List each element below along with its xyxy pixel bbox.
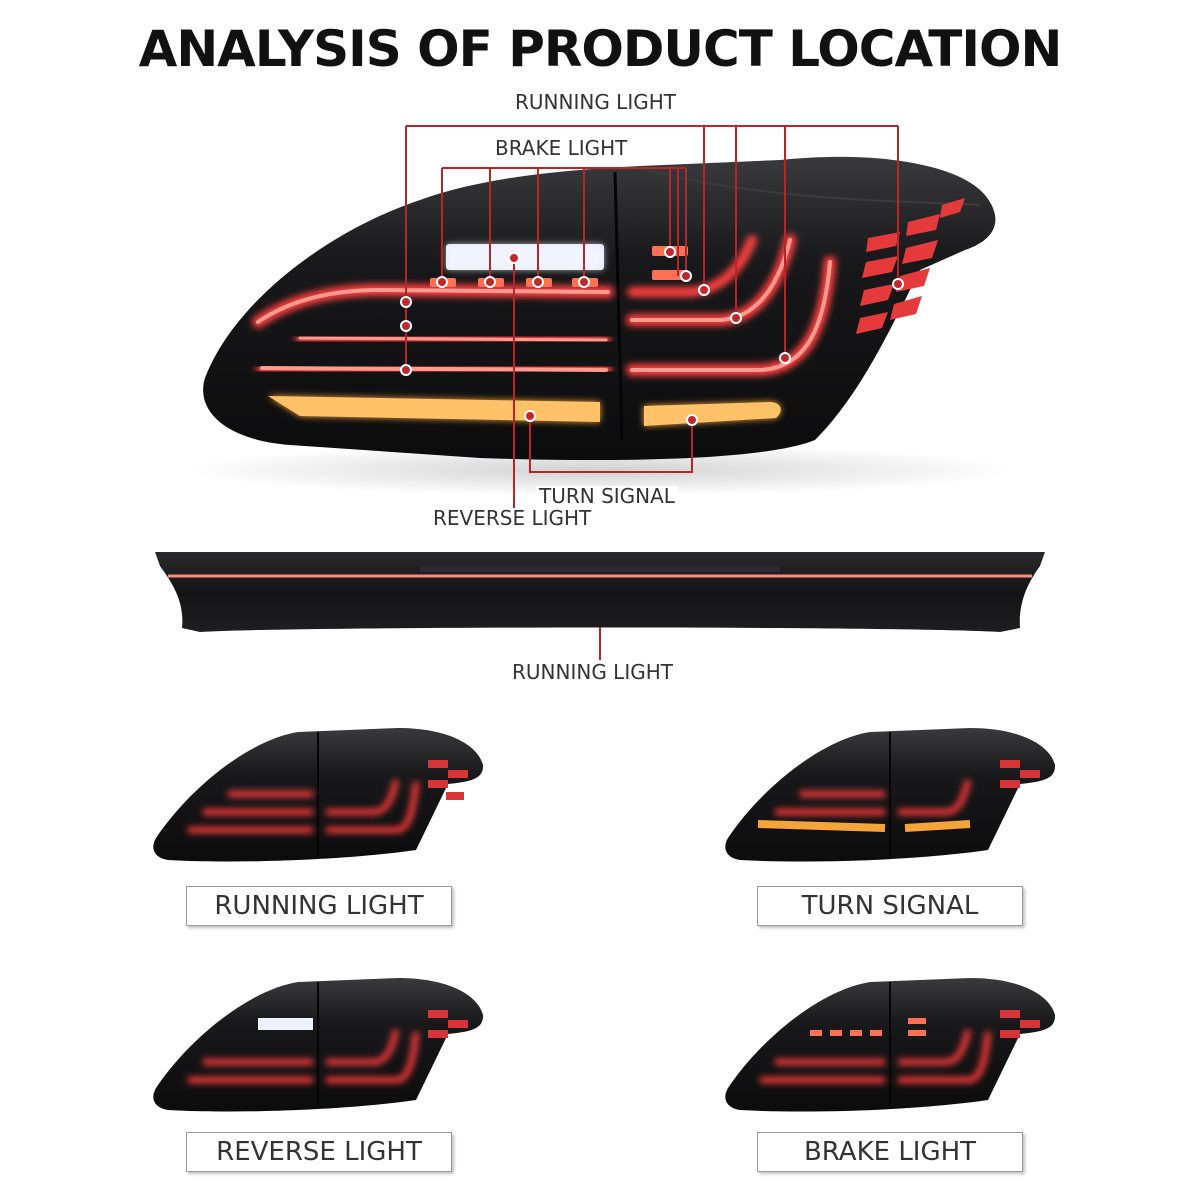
side-fin-grid	[856, 198, 965, 334]
trunk-bar-housing	[155, 552, 1045, 632]
mode-lamp-turn	[724, 727, 1057, 863]
mode-lamp-reverse	[152, 977, 485, 1113]
label-running-light: RUNNING LIGHT	[186, 886, 452, 926]
label-turn-signal: TURN SIGNAL	[757, 886, 1023, 926]
callout-brake-light: BRAKE LIGHT	[492, 138, 631, 158]
callout-dots	[400, 246, 904, 592]
callout-turn-signal: TURN SIGNAL	[536, 486, 678, 506]
label-reverse-light: REVERSE LIGHT	[186, 1132, 452, 1172]
mode-lamp-running	[152, 727, 485, 863]
main-lamp-split-seam	[613, 171, 624, 441]
callout-running-light-top: RUNNING LIGHT	[512, 92, 679, 112]
callout-reverse-light: REVERSE LIGHT	[430, 508, 595, 528]
callout-lines	[405, 125, 899, 660]
running-light-bars-left	[252, 283, 614, 376]
main-lamp-shadow	[180, 444, 1020, 496]
trunk-light-bar	[155, 552, 1045, 632]
callout-running-light-trunk: RUNNING LIGHT	[509, 662, 676, 682]
main-lamp-housing	[203, 156, 996, 461]
mode-lamp-brake	[724, 977, 1057, 1113]
main-tail-light	[180, 156, 1020, 496]
page-title: ANALYSIS OF PRODUCT LOCATION	[138, 20, 1063, 78]
turn-signal-strip	[268, 396, 781, 426]
upper-ridge	[639, 167, 981, 206]
label-brake-light: BRAKE LIGHT	[757, 1132, 1023, 1172]
